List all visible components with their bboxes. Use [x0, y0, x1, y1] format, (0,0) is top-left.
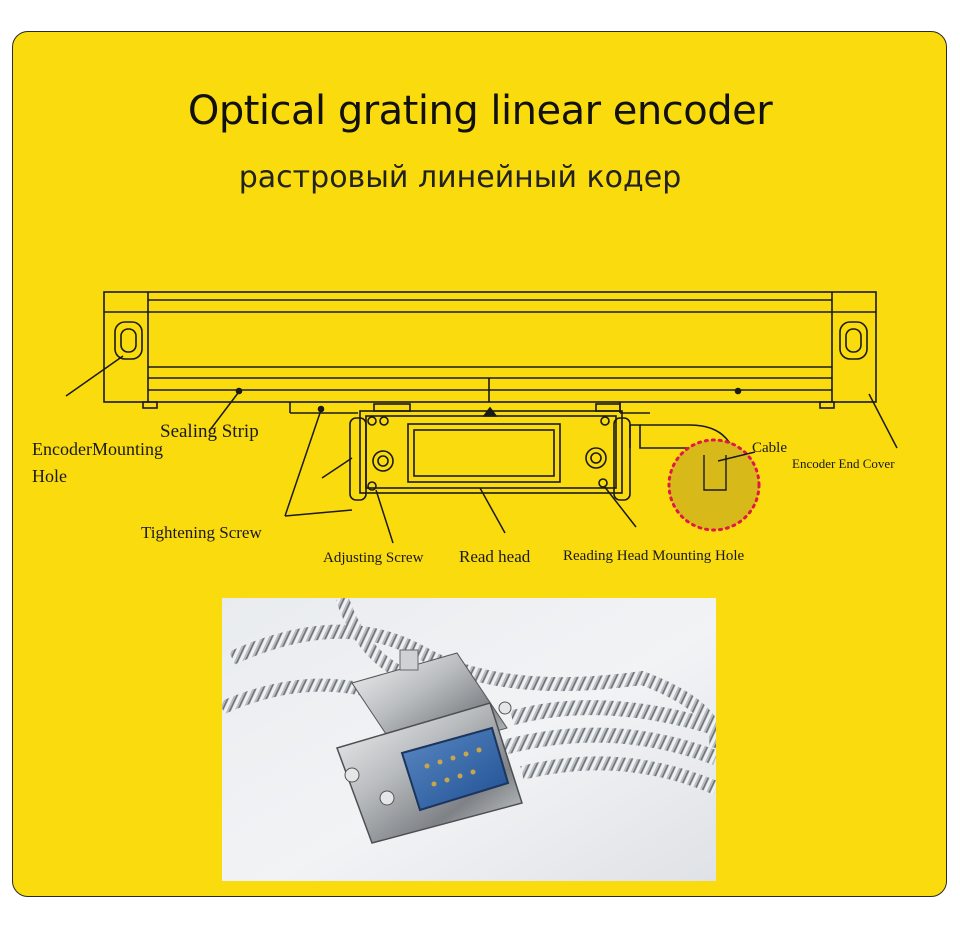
- cable-connector-photo: [222, 598, 716, 881]
- label-encoder-end-cover: Encoder End Cover: [792, 456, 895, 471]
- read-head-assembly: [349, 403, 631, 501]
- label-encoder-mounting-hole-line1: EncoderMounting: [32, 439, 163, 459]
- mounting-hole-right: [839, 321, 868, 360]
- page-title: Optical grating linear encoder: [187, 88, 773, 134]
- label-tightening-screw: Tightening Screw: [141, 523, 262, 542]
- page-subtitle: растровый линейный кодер: [238, 160, 682, 195]
- encoder-rail: [103, 291, 877, 414]
- label-adjusting-screw: Adjusting Screw: [323, 550, 424, 566]
- rail-dot: [734, 387, 742, 395]
- leader-lines: [65, 355, 898, 544]
- label-cable: Cable: [752, 440, 787, 456]
- label-read-head: Read head: [459, 547, 531, 566]
- label-sealing-strip: Sealing Strip: [160, 421, 259, 442]
- label-encoder-mounting-hole-line2: Hole: [32, 466, 67, 486]
- cable-highlight-circle: [667, 438, 761, 532]
- label-reading-head-mounting-hole: Reading Head Mounting Hole: [563, 548, 745, 564]
- mounting-hole-left: [114, 321, 143, 360]
- cable-detail: [703, 455, 727, 491]
- read-head-marker: [482, 406, 498, 417]
- sealing-strip-dot: [235, 387, 243, 395]
